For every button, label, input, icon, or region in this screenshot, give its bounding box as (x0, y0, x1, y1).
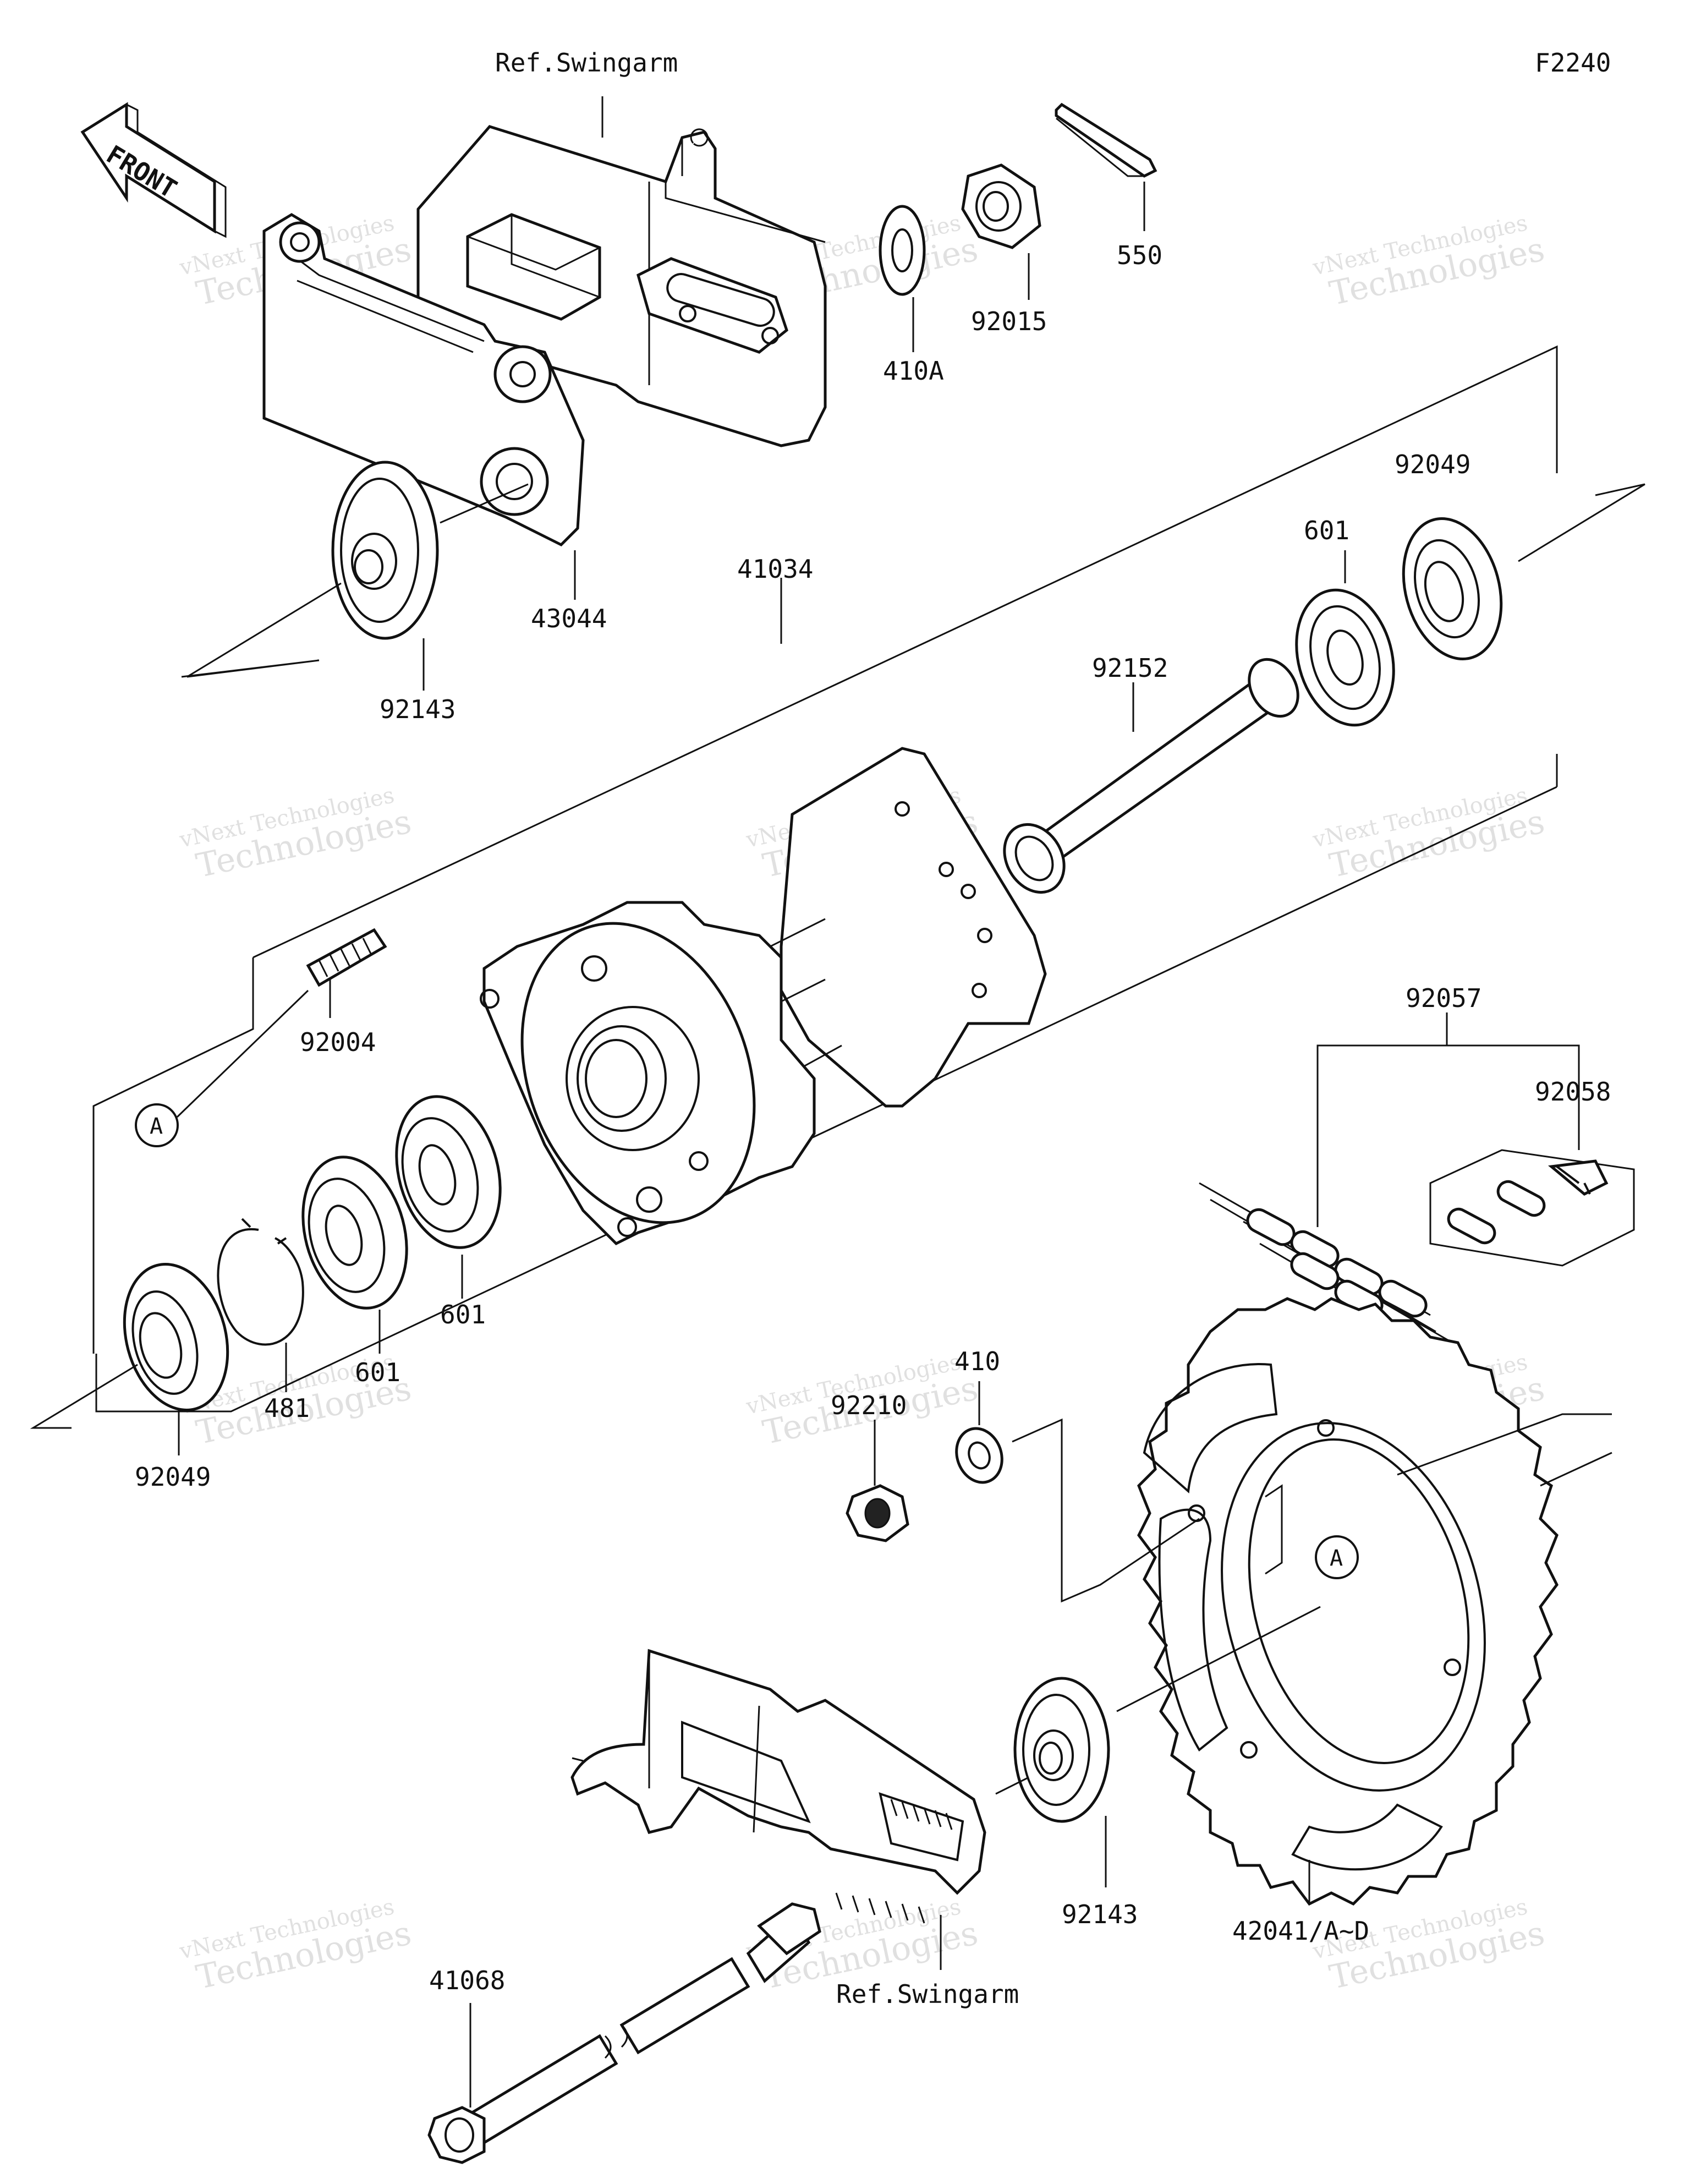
part-number-410: 410 (954, 1346, 1000, 1376)
part-number-41068: 41068 (429, 1966, 505, 1995)
part-labels: Ref.Swingarm 550 92015 410A 43044 92143 … (135, 48, 1611, 2009)
callout-letter: A (1330, 1546, 1343, 1571)
part-number-550: 550 (1117, 240, 1162, 270)
oil-seal-part (123, 1263, 229, 1411)
wheel-hub-part (480, 747, 1047, 1246)
part-number-92049-left: 92049 (135, 1462, 211, 1492)
oil-seal-part (1402, 517, 1503, 660)
part-number-92143-bottom: 92143 (1062, 1900, 1138, 1929)
washer-part (879, 205, 926, 296)
callout-a: A (1315, 1535, 1359, 1579)
axis-line (30, 1364, 138, 1429)
part-number-41034: 41034 (737, 554, 813, 584)
collar-part (331, 461, 439, 640)
part-number-43044: 43044 (531, 604, 607, 633)
ref-swingarm-label: Ref.Swingarm (836, 1979, 1019, 2009)
nut-part (961, 163, 1041, 249)
callout-letter: A (150, 1114, 163, 1139)
leader-lines (178, 96, 1580, 2108)
swingarm-bottom-assembly (570, 1649, 986, 1924)
cotter-pin-part (1055, 102, 1157, 178)
part-number-92152: 92152 (1092, 653, 1168, 683)
bearing-part (301, 1156, 408, 1310)
part-number-601-a: 601 (440, 1300, 486, 1329)
sprocket-part (1137, 1297, 1612, 1906)
callout-a: A (135, 989, 309, 1147)
ref-swingarm-label: Ref.Swingarm (495, 48, 678, 78)
part-number-601-b: 601 (355, 1358, 400, 1387)
swingarm-top-assembly (262, 125, 827, 547)
part-number-92004: 92004 (300, 1027, 376, 1057)
collar-part (1013, 1677, 1110, 1823)
part-number-42041: 42041/A~D (1232, 1916, 1369, 1946)
nut-part (846, 1484, 909, 1542)
watermark: vNext Technologies Technologies (177, 1894, 415, 1997)
axis-line (181, 483, 529, 678)
front-arrow-icon: FRONT (80, 102, 227, 238)
part-number-601-right: 601 (1304, 516, 1349, 545)
part-number-92143-top: 92143 (380, 694, 456, 724)
axis-line (1116, 1606, 1321, 1712)
bearing-part (395, 1095, 502, 1249)
axis-line (995, 1776, 1029, 1795)
part-number-92049-right: 92049 (1395, 450, 1470, 479)
axle-part (427, 1902, 821, 2164)
circlip-part (217, 1218, 304, 1346)
chain-group-bracket (1316, 1012, 1580, 1227)
part-number-92057: 92057 (1406, 983, 1482, 1013)
stud-bolt-part (306, 928, 387, 987)
part-number-92210: 92210 (831, 1391, 907, 1420)
axis-line (1518, 483, 1645, 562)
part-number-92058: 92058 (1535, 1077, 1611, 1107)
part-number-481: 481 (264, 1393, 310, 1423)
figure-code: F2240 (1535, 48, 1611, 78)
washer-part (955, 1427, 1003, 1484)
master-link-part (1429, 1149, 1635, 1267)
spacer-part (1003, 658, 1299, 894)
part-number-410a: 410A (883, 356, 944, 386)
sprocket-bracket (1012, 1418, 1200, 1603)
watermark: vNext Technologies Technologies (1310, 782, 1548, 885)
hub-group-bracket (92, 345, 1558, 1413)
bearing-part (1295, 588, 1395, 727)
watermark: vNext Technologies Technologies (1310, 210, 1548, 313)
part-number-92015: 92015 (971, 306, 1047, 336)
watermark: vNext Technologies Technologies (177, 782, 415, 885)
